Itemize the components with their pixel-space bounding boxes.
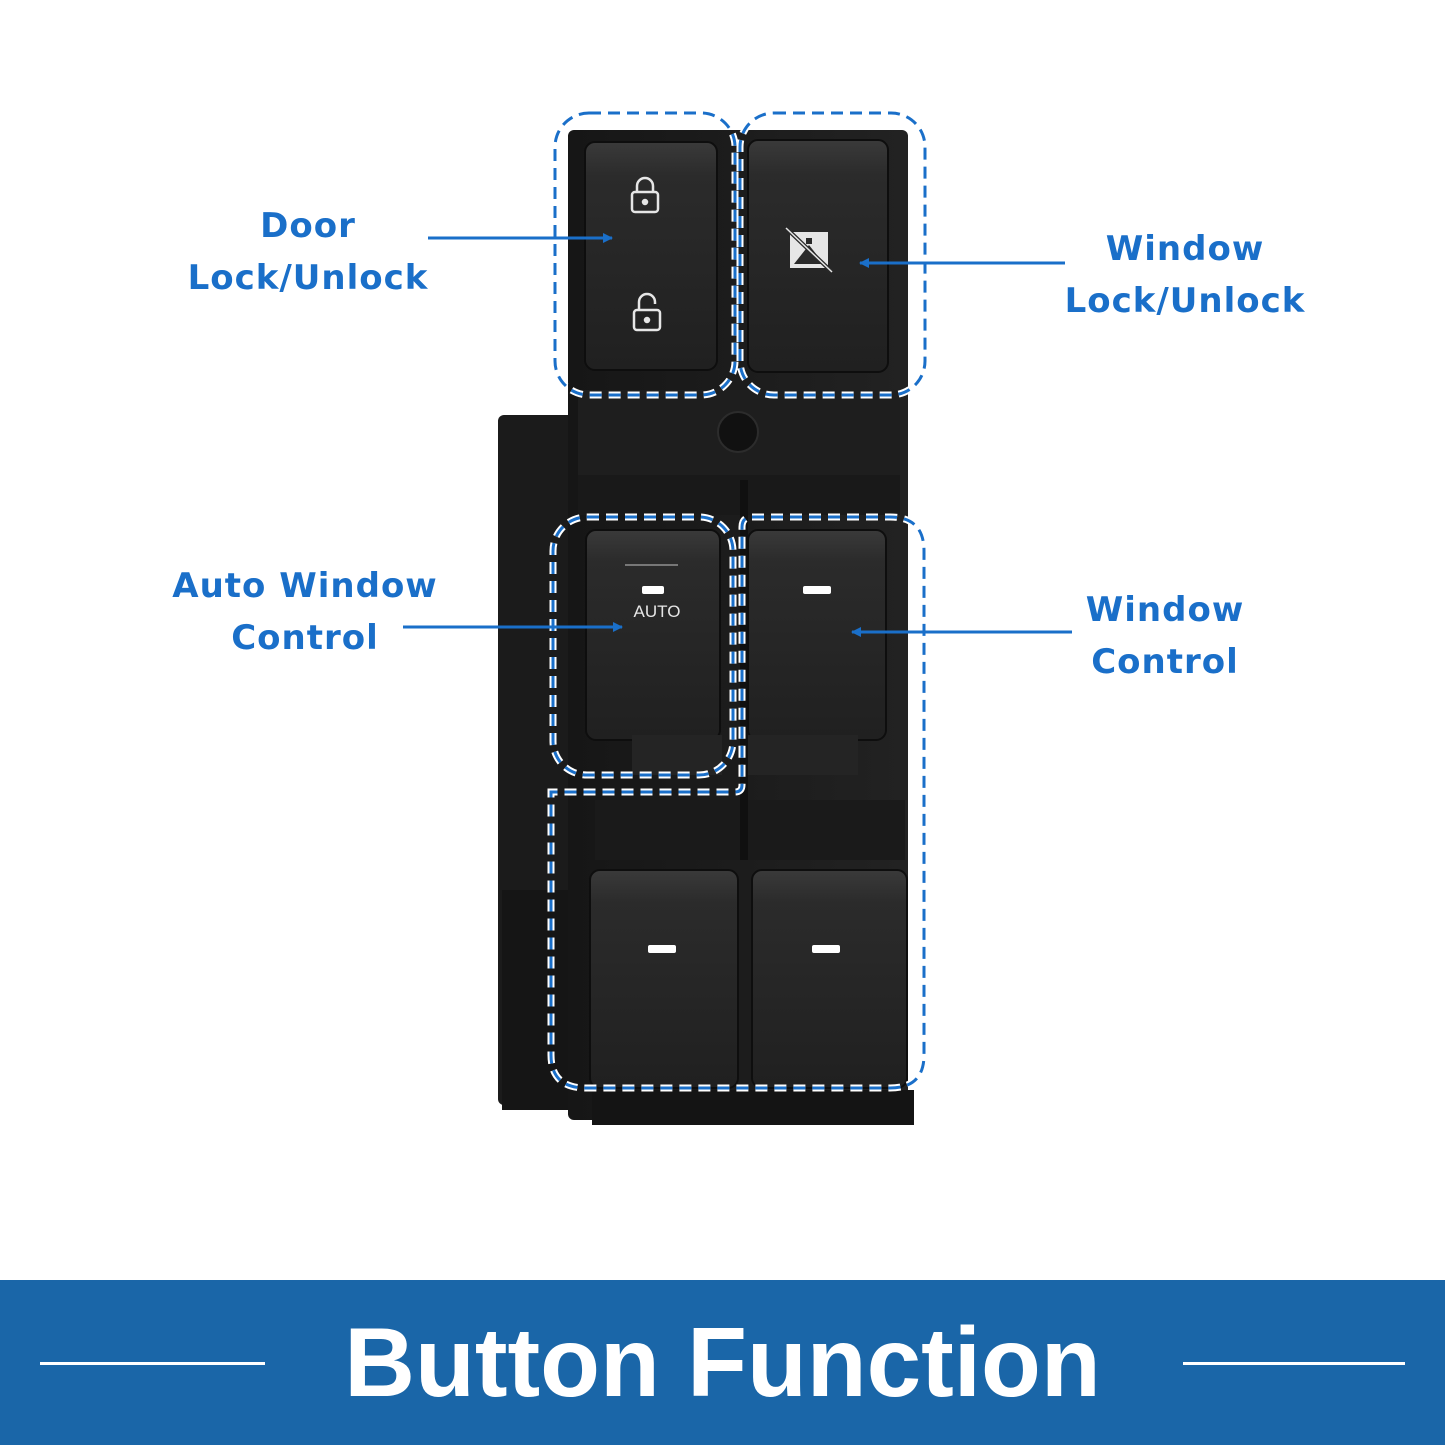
door-lock-highlight	[551, 109, 739, 399]
door-lock-callout: Door Lock/Unlock	[163, 200, 453, 304]
callout-line: Control	[1091, 642, 1239, 682]
auto-window-callout: Auto Window Control	[150, 560, 460, 664]
window-lock-highlight	[736, 109, 929, 399]
door-lock-button[interactable]	[584, 141, 718, 371]
indicator-light	[812, 945, 840, 953]
window-control-callout: Window Control	[1040, 584, 1290, 688]
callout-line: Window	[1105, 229, 1265, 269]
title-banner: Button Function	[0, 1280, 1445, 1445]
callout-line: Lock/Unlock	[1064, 281, 1306, 321]
auto-window-highlight	[549, 513, 737, 779]
rear-left-window-button[interactable]	[589, 869, 739, 1089]
auto-label: AUTO	[634, 602, 681, 621]
rear-right-window-button[interactable]	[751, 869, 908, 1089]
banner-rule-right	[1183, 1362, 1405, 1365]
diagram-stage: AUTO	[150, 109, 1330, 1125]
banner-rule-left	[40, 1362, 265, 1365]
lock-icon	[630, 176, 660, 214]
auto-window-button[interactable]: AUTO	[585, 529, 722, 775]
unlock-icon	[632, 292, 662, 332]
callout-line: Lock/Unlock	[187, 258, 429, 298]
window-control-highlight	[547, 513, 928, 1092]
callout-line: Door	[260, 206, 356, 246]
window-lock-icon	[784, 226, 834, 274]
callout-line: Window	[1085, 590, 1245, 630]
window-switch-illustration: AUTO	[403, 109, 1072, 1125]
window-lock-button[interactable]	[747, 139, 889, 373]
window-lock-callout: Window Lock/Unlock	[1040, 223, 1330, 327]
indicator-light	[648, 945, 676, 953]
indicator-light	[803, 586, 831, 594]
banner-title: Button Function	[344, 1307, 1101, 1417]
window-control-button[interactable]	[747, 529, 887, 775]
indicator-light	[642, 586, 664, 594]
callout-line: Auto Window	[172, 566, 438, 606]
callout-line: Control	[231, 618, 379, 658]
